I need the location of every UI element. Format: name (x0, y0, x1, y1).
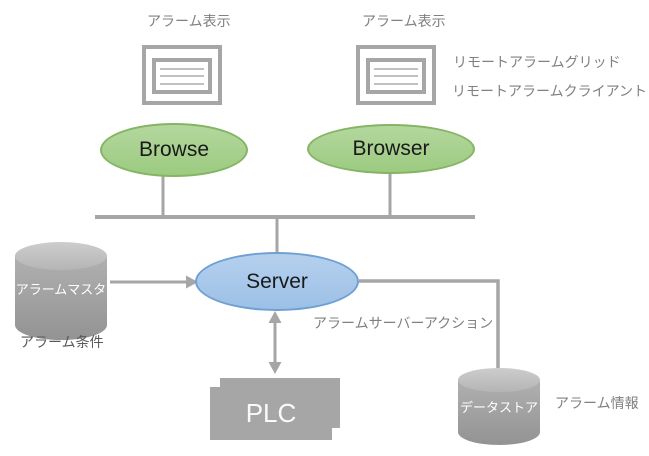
server-plc-arrowhead-bottom (268, 362, 282, 374)
server-plc-arrowhead-top (268, 311, 282, 323)
alarm-display-label-left: アラーム表示 (147, 13, 231, 29)
window-content-icon (152, 58, 212, 94)
browser-node-label: Browser (352, 137, 430, 160)
plc-node: PLC (210, 387, 332, 440)
data-store-cylinder: データストア (458, 368, 540, 445)
window-content-icon (366, 58, 426, 94)
alarm-info-label: アラーム情報 (555, 395, 639, 411)
server-node-label: Server (246, 269, 308, 293)
data-store-label: データストア (459, 400, 538, 415)
alarm-condition-label: アラーム条件 (20, 334, 104, 350)
cylinder-top (15, 242, 107, 270)
alarm-display-window-icon-left (142, 45, 222, 105)
server-node: Server (195, 252, 359, 311)
browse-node: Browse (100, 123, 248, 177)
alarm-server-action-label: アラームサーバーアクション (313, 315, 494, 331)
alarm-display-window-icon-right (356, 45, 436, 105)
alarm-master-cylinder: アラームマスタ (15, 242, 107, 340)
browse-node-label: Browse (138, 138, 210, 161)
alarm-display-label-right: アラーム表示 (362, 13, 446, 29)
plc-node-label: PLC (245, 398, 297, 428)
remote-alarm-client-label: リモートアラームクライアント (452, 83, 648, 99)
cylinder-body (15, 256, 107, 340)
remote-alarm-grid-label: リモートアラームグリッド (453, 54, 621, 70)
browser-node: Browser (307, 124, 475, 174)
cylinder-top (458, 368, 540, 392)
alarm-master-label: アラームマスタ (15, 282, 107, 297)
